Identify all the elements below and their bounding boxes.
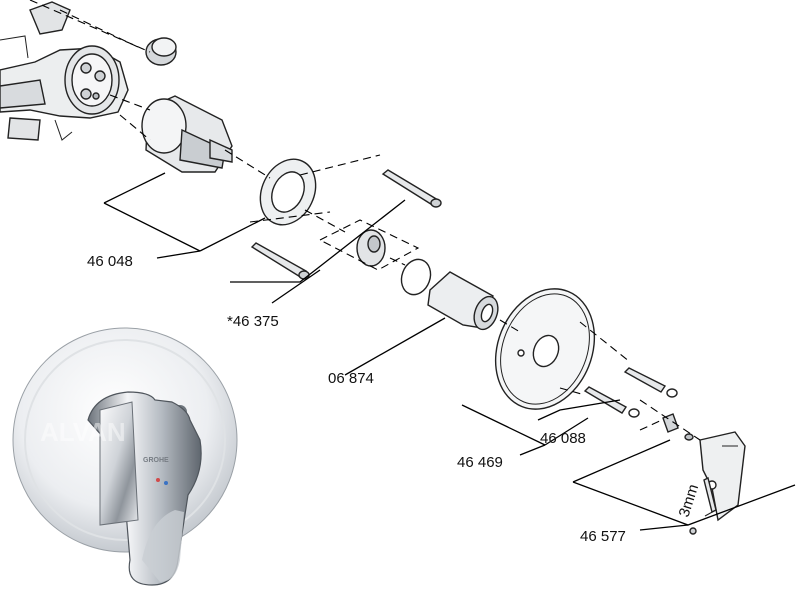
- part-label: *46 375: [227, 313, 279, 330]
- cartridge: [141, 95, 233, 173]
- part-label: 06 874: [328, 370, 374, 387]
- escutcheon-plate: [494, 288, 596, 410]
- sleeve: [427, 271, 499, 331]
- o-ring: [400, 258, 432, 296]
- bonnet-ring: [259, 158, 317, 226]
- lever-spout: [99, 401, 139, 526]
- plate-screws: [583, 367, 678, 418]
- part-label: 46 469: [457, 454, 503, 471]
- lever-parts: [662, 413, 746, 535]
- product-photo: GROHE ALVAN: [12, 327, 238, 586]
- extension-screws: [250, 169, 442, 280]
- leader-lines: [29, 0, 796, 531]
- watermark: ALVAN: [40, 417, 126, 447]
- part-label: 46 048: [87, 253, 133, 270]
- part-label: 46 577: [580, 528, 626, 545]
- part-label: 46 088: [540, 430, 586, 447]
- adapter: [356, 229, 386, 267]
- brand-logo: GROHE: [143, 457, 169, 464]
- allen-key-label: 3mm: [676, 482, 702, 519]
- mixer-body: [0, 1, 129, 141]
- plug-cap: [145, 37, 177, 66]
